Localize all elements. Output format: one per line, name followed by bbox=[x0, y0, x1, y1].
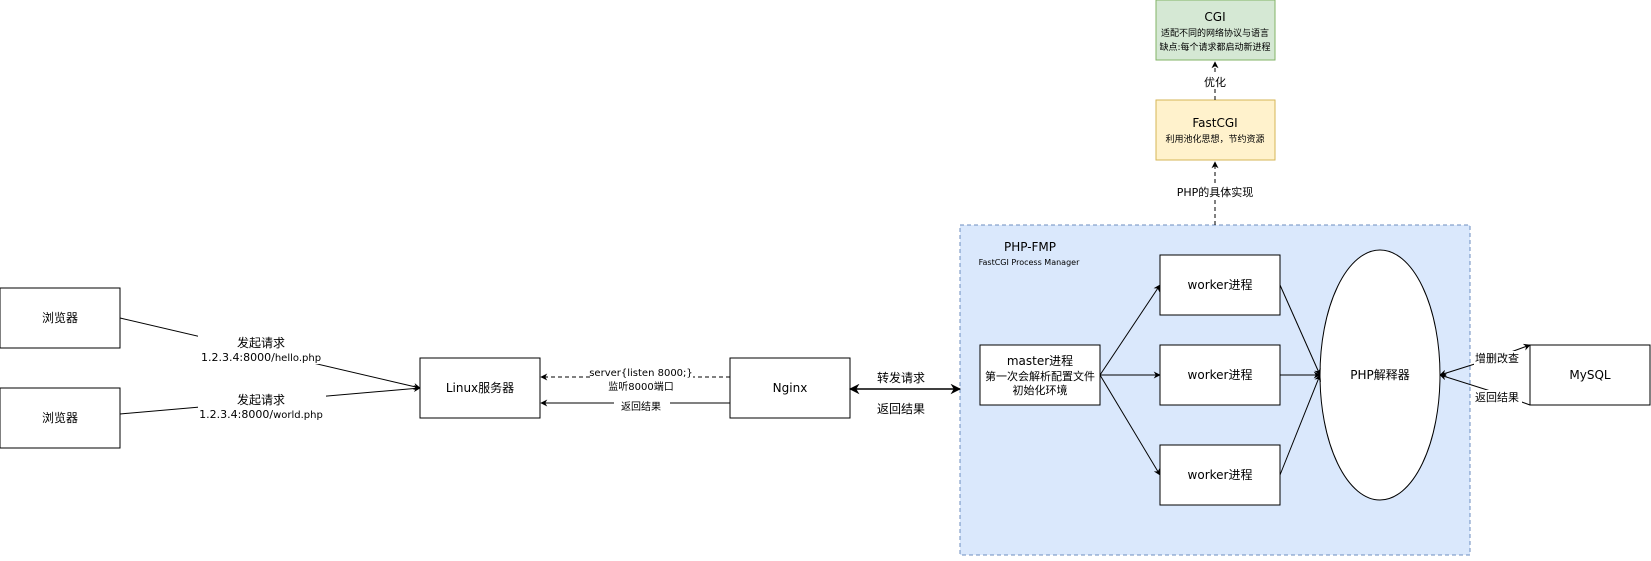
fastcgi-desc: 利用池化思想，节约资源 bbox=[1165, 133, 1264, 145]
fastcgi-title: FastCGI bbox=[1192, 116, 1237, 130]
nginx-label: Nginx bbox=[773, 381, 808, 395]
worker-node-2[interactable] bbox=[1159, 344, 1281, 406]
browser-label-2: 浏览器 bbox=[42, 410, 78, 425]
nginx-return-label: 返回结果 bbox=[621, 400, 661, 413]
edge-master-worker-1 bbox=[1099, 284, 1161, 376]
worker-node-3[interactable] bbox=[1159, 444, 1281, 506]
linux-server-label: Linux服务器 bbox=[446, 380, 514, 395]
optimize-label: 优化 bbox=[1204, 75, 1226, 89]
cgi-node[interactable] bbox=[1155, 0, 1276, 61]
nginx-listen-line-1: server{listen 8000;} bbox=[589, 368, 693, 379]
php-fmp-subtitle: FastCGI Process Manager bbox=[979, 258, 1080, 267]
edge-master-worker-3 bbox=[1099, 374, 1161, 476]
worker-label-2: worker进程 bbox=[1188, 367, 1253, 382]
master-process-node[interactable] bbox=[979, 344, 1101, 406]
mysql-label: MySQL bbox=[1569, 368, 1611, 382]
mysql-crud-label: 增删改查 bbox=[1475, 351, 1519, 365]
edge-worker-3-php bbox=[1279, 374, 1321, 476]
php-interpreter-label: PHP解释器 bbox=[1350, 368, 1410, 382]
cgi-title: CGI bbox=[1204, 10, 1225, 24]
mysql-return-label: 返回结果 bbox=[1475, 391, 1519, 404]
php-fmp-title: PHP-FMP bbox=[1004, 240, 1056, 254]
request-1-line-2: 1.2.3.4:8000/hello.php bbox=[201, 351, 321, 364]
master-line-3: 初始化环境 bbox=[1013, 383, 1068, 397]
worker-label-1: worker进程 bbox=[1188, 277, 1253, 292]
linux-server-node[interactable] bbox=[419, 357, 541, 419]
mysql-node[interactable] bbox=[1529, 344, 1651, 406]
forward-return-label: 返回结果 bbox=[877, 402, 925, 416]
php-impl-label: PHP的具体实现 bbox=[1177, 185, 1254, 199]
master-line-2: 第一次会解析配置文件 bbox=[985, 369, 1095, 383]
browser-label-1: 浏览器 bbox=[42, 310, 78, 325]
request-2-line-2: 1.2.3.4:8000/world.php bbox=[199, 408, 323, 421]
edge-worker-1-php bbox=[1279, 284, 1321, 376]
nginx-listen-line-2: 监听8000端口 bbox=[608, 380, 673, 393]
worker-label-3: worker进程 bbox=[1188, 467, 1253, 482]
master-line-1: master进程 bbox=[1007, 353, 1073, 368]
request-1-line-1: 发起请求 bbox=[237, 335, 285, 350]
forward-label: 转发请求 bbox=[877, 370, 925, 385]
request-2-line-1: 发起请求 bbox=[237, 392, 285, 407]
browser-node-1[interactable] bbox=[0, 287, 121, 349]
worker-node-1[interactable] bbox=[1159, 254, 1281, 316]
cgi-desc-1: 适配不同的网络协议与语言 bbox=[1161, 27, 1269, 39]
browser-node-2[interactable] bbox=[0, 387, 121, 449]
cgi-desc-2: 缺点:每个请求都启动新进程 bbox=[1159, 41, 1270, 53]
fastcgi-node[interactable] bbox=[1155, 99, 1276, 161]
